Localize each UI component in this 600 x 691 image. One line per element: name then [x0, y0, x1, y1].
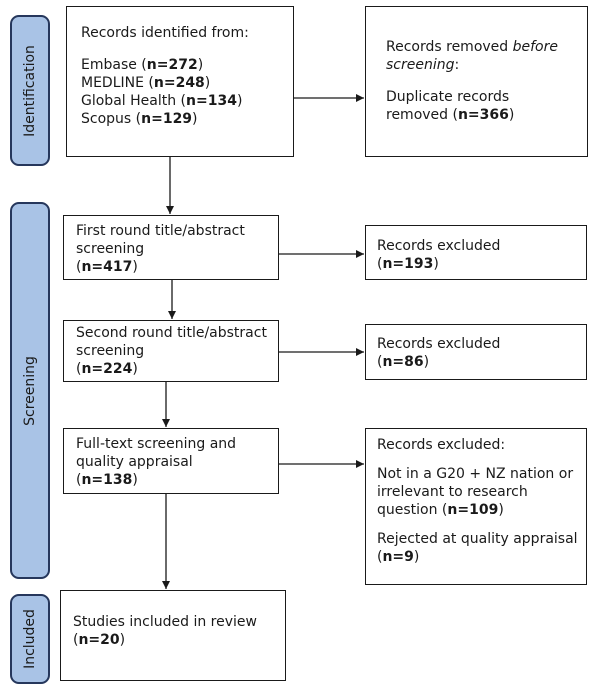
included-count: n=20 — [78, 632, 120, 648]
phase-included: Included — [10, 594, 50, 684]
records-excluded-3-box: Records excluded: Not in a G20 + NZ nati… — [365, 428, 587, 585]
second-round-count: n=224 — [81, 361, 133, 377]
records-excluded-2-box: Records excluded (n=86) — [365, 324, 587, 380]
records-removed-box: Records removed before screening: Duplic… — [365, 6, 588, 157]
studies-included-box: Studies included in review (n=20) — [60, 590, 286, 681]
excluded-2-count: n=86 — [382, 354, 424, 370]
duplicate-records-count: n=366 — [457, 107, 509, 123]
duplicate-records-text: Duplicate records — [386, 89, 510, 105]
first-round-count: n=417 — [81, 259, 133, 275]
phase-identification: Identification — [10, 15, 50, 166]
full-text-screening-box: Full-text screening and quality appraisa… — [63, 428, 279, 494]
excluded-1-count: n=193 — [382, 256, 434, 272]
source-scopus: Scopus (n=129) — [81, 111, 198, 127]
source-global-health: Global Health (n=134) — [81, 93, 243, 109]
records-excluded-1-box: Records excluded (n=193) — [365, 225, 587, 280]
phase-screening: Screening — [10, 202, 50, 579]
second-round-screening-box: Second round title/abstract screening (n… — [63, 320, 279, 382]
excluded-3-reason2-count: n=9 — [382, 549, 414, 565]
source-embase: Embase (n=272) — [81, 57, 204, 73]
excluded-3-reason1-count: n=109 — [447, 502, 499, 518]
records-identified-heading: Records identified from: — [81, 25, 249, 41]
first-round-screening-box: First round title/abstract screening (n=… — [63, 215, 279, 280]
records-removed-heading: Records removed before — [386, 39, 558, 55]
records-identified-box: Records identified from: Embase (n=272) … — [66, 6, 294, 157]
source-medline: MEDLINE (n=248) — [81, 75, 211, 91]
full-text-count: n=138 — [81, 472, 133, 488]
